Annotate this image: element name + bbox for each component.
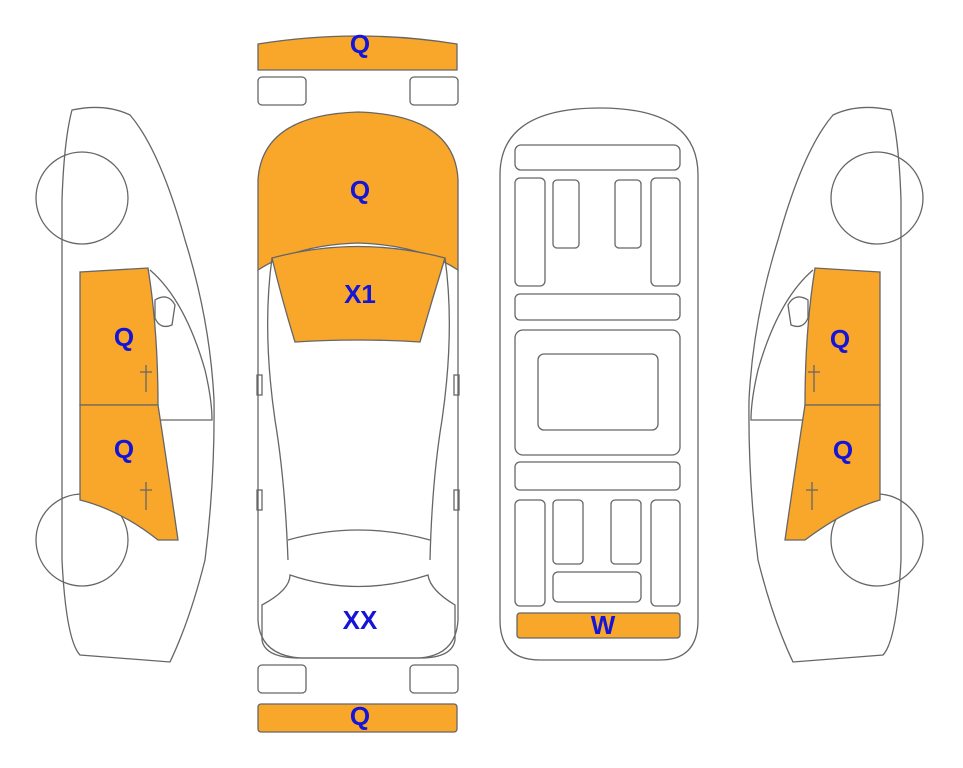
top-roof-right <box>429 257 450 561</box>
top-roof-left <box>267 257 289 561</box>
right-body-outline <box>748 106 902 663</box>
underbody-panel <box>610 499 642 565</box>
top-view: Q Q X1 XX Q <box>256 29 460 733</box>
windshield-label: X1 <box>344 279 376 309</box>
left-mirror <box>154 296 176 328</box>
underbody-panel <box>537 353 659 431</box>
left-front-door-label: Q <box>114 322 134 352</box>
left-front-handle <box>140 365 152 392</box>
front-right-light <box>409 76 459 106</box>
underbody-rear-label: W <box>591 610 616 640</box>
underbody-panel <box>514 144 681 171</box>
underbody-panel <box>514 499 546 607</box>
left-front-wheel <box>35 151 129 245</box>
left-rear-door <box>79 404 179 541</box>
right-front-handle <box>808 365 820 392</box>
underbody-panel <box>514 461 681 491</box>
right-side-view: Q Q <box>748 106 924 663</box>
right-mirror-top <box>453 374 460 396</box>
right-front-door-label: Q <box>830 324 850 354</box>
underbody-panel <box>552 179 580 249</box>
rear-window-part <box>261 574 456 659</box>
underbody-panel <box>552 499 584 565</box>
left-handle-top <box>256 489 263 511</box>
underbody-rear-part <box>516 612 681 639</box>
underbody-panel <box>552 571 642 603</box>
left-rear-door-label: Q <box>114 434 134 464</box>
right-rear-door-label: Q <box>833 435 853 465</box>
hood-label: Q <box>350 175 370 205</box>
right-front-wheel <box>830 151 924 245</box>
left-window-line <box>149 269 213 421</box>
right-rear-handle <box>806 482 818 510</box>
left-rear-handle <box>140 482 152 510</box>
rear-window-label: XX <box>343 605 378 635</box>
underbody-outline <box>499 107 699 661</box>
underbody-view: W <box>499 107 699 661</box>
right-handle-top <box>453 489 460 511</box>
underbody-panel <box>514 293 681 321</box>
top-roof-rear <box>287 529 431 541</box>
windshield-part <box>271 245 446 343</box>
underbody-panel <box>514 177 546 287</box>
underbody-panel <box>650 177 681 287</box>
left-side-view: Q Q <box>35 106 215 663</box>
underbody-panel <box>614 179 642 249</box>
rear-left-light <box>257 664 307 694</box>
right-window-line <box>750 269 814 421</box>
front-left-light <box>257 76 307 106</box>
front-bumper-label: Q <box>350 29 370 59</box>
rear-right-light <box>409 664 459 694</box>
left-mirror-top <box>256 374 263 396</box>
underbody-panel <box>650 499 681 607</box>
right-rear-door <box>784 404 881 541</box>
front-bumper-part <box>257 35 458 71</box>
hood-part <box>257 111 459 272</box>
rear-bumper-label: Q <box>350 701 370 731</box>
rear-bumper-part <box>257 703 458 733</box>
right-mirror <box>787 296 809 328</box>
underbody-panel <box>514 329 681 456</box>
